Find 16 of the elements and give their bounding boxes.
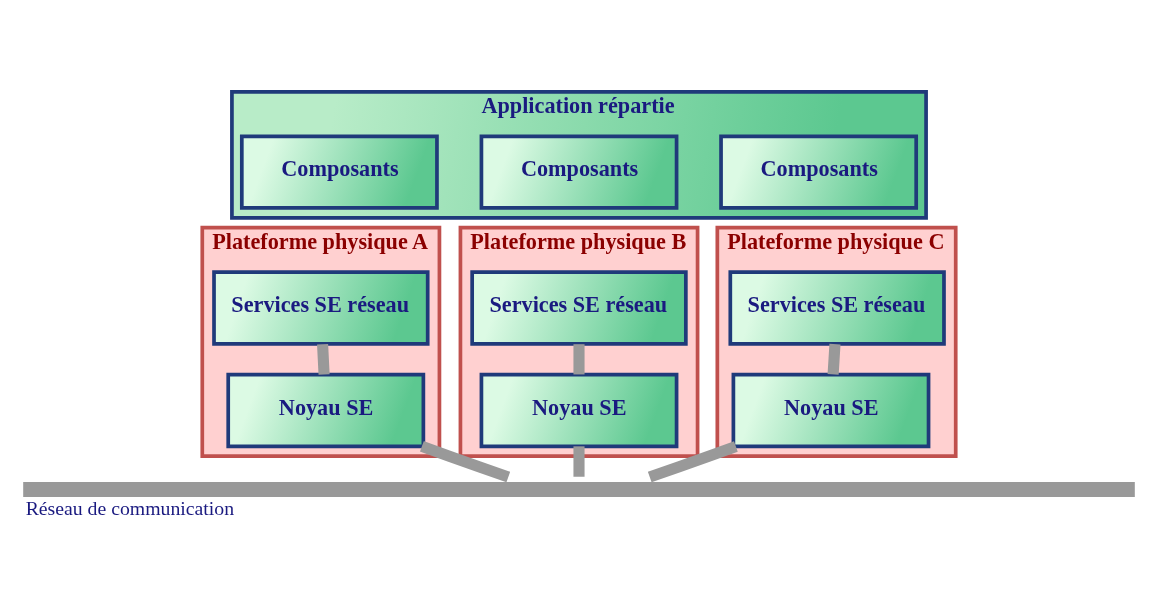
node-box — [23, 481, 1135, 497]
connector — [647, 440, 738, 482]
node-box: Composants — [239, 133, 439, 210]
connector — [573, 343, 585, 374]
node-box: Services SE réseau — [212, 269, 430, 346]
node-box: Composants — [719, 133, 919, 210]
connector — [573, 445, 585, 477]
node-label: Réseau de communication — [25, 496, 235, 519]
connector — [317, 343, 330, 375]
connector — [827, 343, 841, 375]
node-box: Composants — [479, 133, 679, 210]
node-box: Noyau SE — [479, 372, 679, 448]
node-box: Services SE réseau — [470, 269, 688, 346]
node-box: Services SE réseau — [728, 269, 946, 346]
node-box: Noyau SE — [226, 372, 426, 448]
node-box: Noyau SE — [731, 372, 931, 448]
